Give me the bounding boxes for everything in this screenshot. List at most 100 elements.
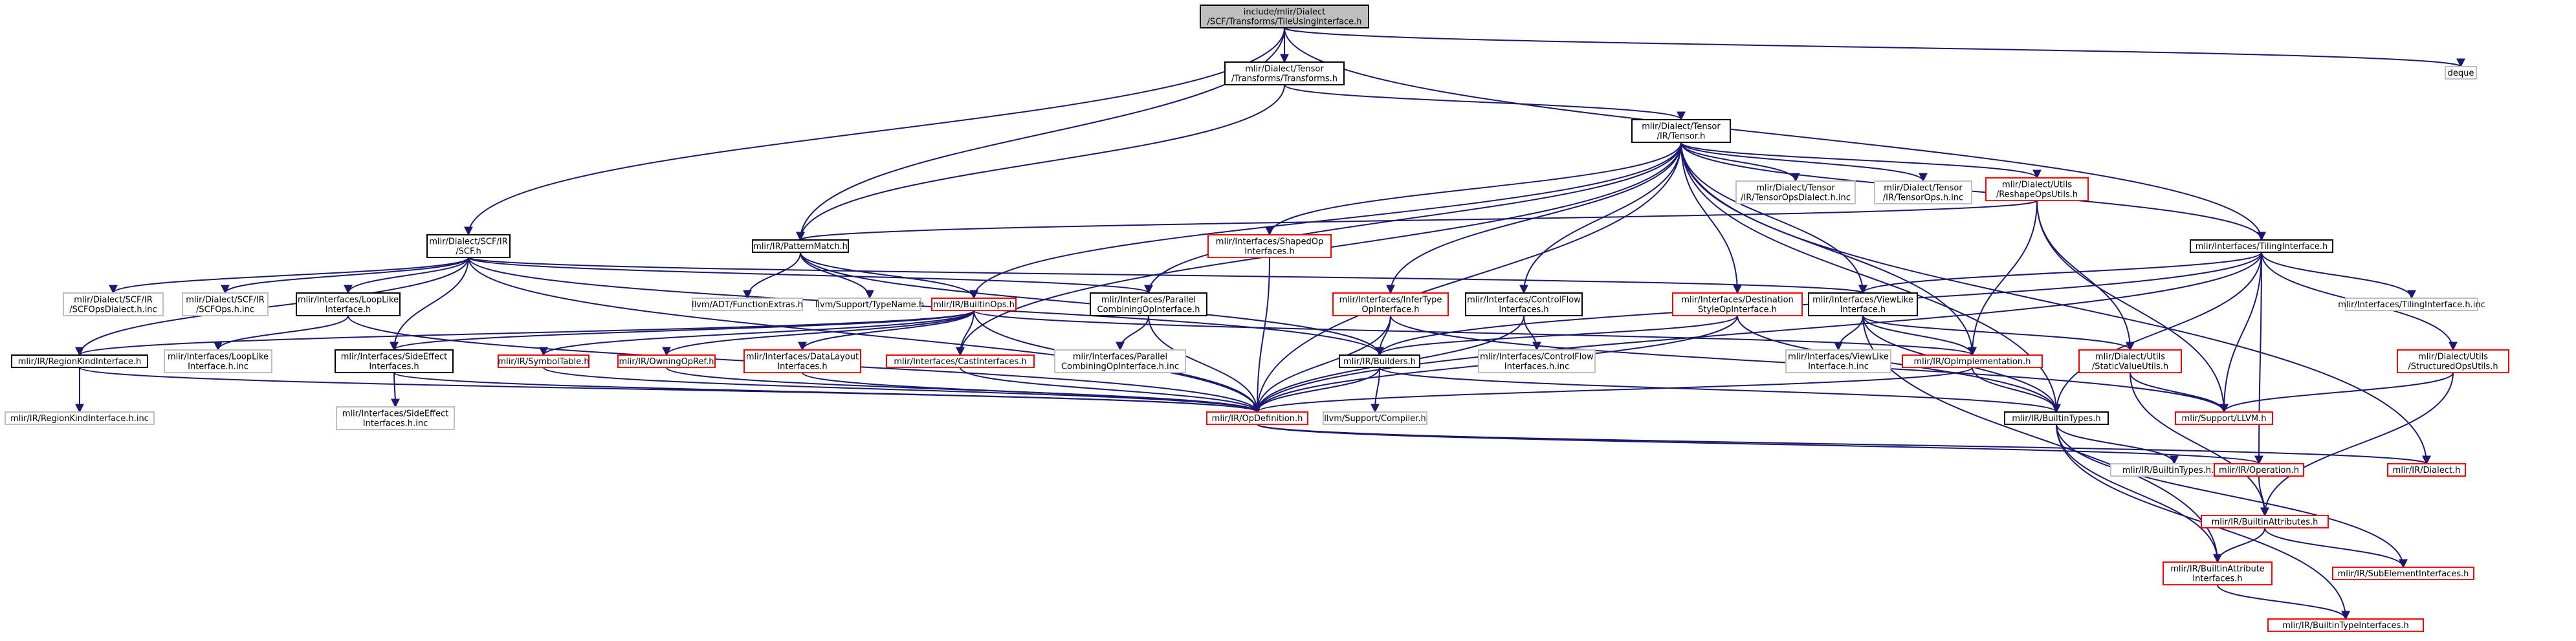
- edge-loop-like-to-loop-like-inc: [214, 315, 349, 351]
- node-sub-element-interfaces[interactable]: mlir/IR/SubElementInterfaces.h: [2332, 567, 2474, 580]
- node-label: /SCFOpsDialect.h.inc: [69, 305, 157, 315]
- node-label: /StaticValueUtils.h: [2092, 362, 2168, 372]
- node-op-definition[interactable]: mlir/IR/OpDefinition.h: [1206, 411, 1308, 425]
- node-pattern-match[interactable]: mlir/IR/PatternMatch.h: [752, 239, 849, 253]
- node-tiling-interface[interactable]: mlir/Interfaces/TilingInterface.h: [2190, 239, 2333, 253]
- node-type-name: llvm/Support/TypeName.h: [815, 298, 924, 311]
- node-label: mlir/Interfaces/InferType: [1339, 296, 1442, 305]
- node-label: include/mlir/Dialect: [1244, 8, 1326, 17]
- node-builtin-type-interfaces[interactable]: mlir/IR/BuiltinTypeInterfaces.h: [2267, 618, 2424, 632]
- node-dialect[interactable]: mlir/IR/Dialect.h: [2387, 463, 2466, 477]
- edge-scf-ir-to-region-kind: [75, 257, 469, 356]
- edge-scf-ir-to-parallel-combining: [468, 257, 1153, 294]
- node-op-implementation[interactable]: mlir/IR/OpImplementation.h: [1902, 354, 2043, 368]
- node-builders[interactable]: mlir/IR/Builders.h: [1339, 354, 1420, 368]
- node-structured-ops-utils[interactable]: mlir/Dialect/Utils/StructuredOpsUtils.h: [2397, 349, 2509, 373]
- node-tensor-transforms[interactable]: mlir/Dialect/Tensor/Transforms/Transform…: [1224, 61, 1345, 85]
- node-region-kind-inc: mlir/IR/RegionKindInterface.h.inc: [5, 411, 155, 425]
- node-label: mlir/IR/OpImplementation.h: [1914, 357, 2031, 367]
- node-label: OpInterface.h: [1361, 305, 1419, 315]
- node-label: Interface.h: [325, 305, 371, 315]
- node-label: mlir/Dialect/Tensor: [1884, 184, 1963, 193]
- node-label: StyleOpInterface.h: [1698, 305, 1777, 315]
- node-box: [752, 239, 849, 253]
- node-operation[interactable]: mlir/IR/Operation.h: [2214, 463, 2304, 477]
- node-cast-interfaces[interactable]: mlir/Interfaces/CastInterfaces.h: [886, 354, 1035, 368]
- node-scf-ir[interactable]: mlir/Dialect/SCF/IR/SCF.h: [426, 234, 511, 258]
- node-destination-style[interactable]: mlir/Interfaces/DestinationStyleOpInterf…: [1672, 292, 1803, 316]
- dependency-edges: [75, 27, 2465, 620]
- node-tensor-ir[interactable]: mlir/Dialect/Tensor/IR/Tensor.h: [1631, 119, 1731, 143]
- edge-view-like-to-static-value-utils: [1862, 315, 2135, 351]
- node-box: [1054, 349, 1186, 373]
- node-label: mlir/Support/LLVM.h: [2182, 414, 2267, 424]
- edge-tensor-transforms-to-tensor-ir: [1284, 84, 1686, 121]
- node-box: [1339, 354, 1420, 368]
- edge-reshape-ops-utils-to-pattern-match: [796, 200, 2038, 241]
- node-region-kind[interactable]: mlir/IR/RegionKindInterface.h: [11, 354, 148, 368]
- node-box: [182, 292, 269, 316]
- edge-tensor-ir-to-shaped-op: [1265, 142, 1682, 236]
- edge-tensor-ir-to-op-definition: [1253, 142, 1682, 413]
- edge-tensor-ir-to-parallel-combining: [1144, 142, 1682, 294]
- edge-scf-ir-to-view-like: [468, 257, 1867, 294]
- edge-data-layout-to-op-definition: [802, 372, 1262, 413]
- node-label: mlir/Interfaces/DataLayout: [746, 353, 859, 362]
- node-label: mlir/IR/OpDefinition.h: [1212, 414, 1303, 424]
- node-support-llvm[interactable]: mlir/Support/LLVM.h: [2175, 411, 2273, 425]
- node-parallel-combining[interactable]: mlir/Interfaces/ParallelCombiningOpInter…: [1090, 292, 1207, 316]
- node-builtin-ops[interactable]: mlir/IR/BuiltinOps.h: [931, 298, 1017, 311]
- node-box: [2175, 411, 2273, 425]
- edge-tensor-ir-to-tensor-ops-dialect-inc: [1680, 142, 1800, 182]
- node-box: [2201, 515, 2329, 528]
- node-box: [11, 354, 148, 368]
- node-label: mlir/Interfaces/SideEffect: [341, 353, 448, 362]
- node-box: [1735, 180, 1856, 204]
- node-box: [2004, 411, 2109, 425]
- node-builtin-types[interactable]: mlir/IR/BuiltinTypes.h: [2004, 411, 2109, 425]
- node-builtin-types-inc: mlir/IR/BuiltinTypes.h.inc: [2110, 463, 2238, 477]
- node-label: mlir/Interfaces/SideEffect: [342, 409, 449, 419]
- node-label: mlir/Interfaces/ViewLike: [1812, 296, 1913, 305]
- node-label: /IR/Tensor.h: [1657, 132, 1706, 142]
- node-symbol-table[interactable]: mlir/IR/SymbolTable.h: [498, 354, 589, 368]
- node-box: [336, 406, 455, 430]
- node-box: [1902, 354, 2043, 368]
- node-label: mlir/Dialect/Utils: [2095, 353, 2165, 362]
- edge-tiling-interface-to-op-definition: [1253, 252, 2262, 413]
- node-label: /Transforms/Transforms.h: [1231, 74, 1338, 84]
- node-box: [617, 354, 716, 368]
- node-box: [1090, 292, 1207, 316]
- node-box: [2332, 567, 2474, 580]
- node-box: [2190, 239, 2333, 253]
- node-side-effect-inc: mlir/Interfaces/SideEffectInterfaces.h.i…: [336, 406, 455, 430]
- edge-symbol-table-to-op-definition: [543, 367, 1262, 413]
- node-builtin-attributes[interactable]: mlir/IR/BuiltinAttributes.h: [2201, 515, 2329, 528]
- edge-scf-ir-to-scf-ops-dialect-inc: [109, 257, 469, 294]
- node-label: mlir/Interfaces/LoopLike: [168, 353, 269, 362]
- node-static-value-utils[interactable]: mlir/Dialect/Utils/StaticValueUtils.h: [2078, 349, 2182, 373]
- edge-tiling-interface-to-builtin-types: [2052, 252, 2262, 413]
- node-box: [1206, 411, 1308, 425]
- node-label: mlir/Interfaces/ShapedOp: [1216, 237, 1323, 247]
- node-root[interactable]: include/mlir/Dialect/SCF/Transforms/Tile…: [1200, 5, 1369, 28]
- node-label: mlir/Interfaces/LoopLike: [298, 296, 399, 305]
- edge-builtin-ops-to-region-kind: [75, 310, 974, 356]
- node-label: mlir/IR/BuiltinTypes.h: [2012, 414, 2100, 424]
- node-box: [1785, 349, 1891, 373]
- node-label: deque: [2448, 69, 2474, 78]
- edge-builtin-types-to-builtin-types-inc: [2056, 424, 2179, 465]
- node-label: Interface.h: [1840, 305, 1886, 315]
- node-reshape-ops-utils[interactable]: mlir/Dialect/Utils/ReshapeOpsUtils.h: [1985, 177, 2089, 201]
- node-box: [2214, 463, 2304, 477]
- node-owning-op-ref[interactable]: mlir/IR/OwningOpRef.h: [617, 354, 716, 368]
